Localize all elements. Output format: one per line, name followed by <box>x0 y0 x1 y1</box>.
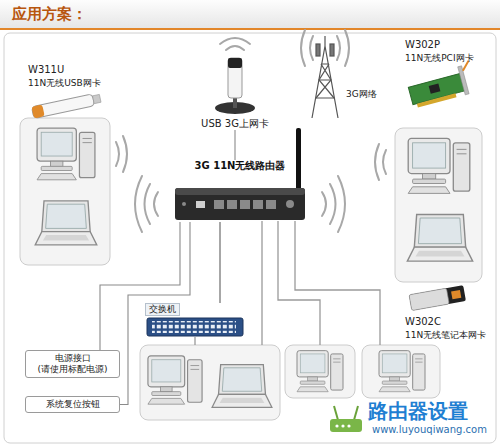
pci-wifi-card <box>406 61 477 109</box>
cell-tower <box>312 36 338 118</box>
desktop-pc <box>379 351 425 392</box>
pc-group-bottom <box>140 345 280 420</box>
router <box>175 128 305 220</box>
laptop <box>212 365 272 408</box>
desktop-pc <box>148 356 202 404</box>
watermark-url: www.luyouqiwang.com <box>372 424 487 436</box>
connector-line <box>120 222 190 405</box>
cable <box>261 221 262 345</box>
watermark: 路由器设置 <box>368 400 468 422</box>
cable <box>194 337 195 345</box>
modem-node: USB 3G上网卡 <box>200 48 270 130</box>
connector-line <box>219 222 221 303</box>
callout-box: 系统复位按钮 <box>25 396 120 413</box>
usb-wifi-adapter <box>31 92 101 118</box>
switch <box>147 318 243 336</box>
model-name: W302C <box>405 316 441 328</box>
node-text: (请使用标配电源) <box>30 364 115 375</box>
page-title: 应用方案： <box>12 5 87 23</box>
product-label: 11N无线PCI网卡 <box>405 52 474 64</box>
router-node: 3G 11N无线路由器 <box>170 160 310 222</box>
callout-box: 电源接口(请使用标配电源) <box>25 350 120 378</box>
switch-node: 交换机 <box>145 303 245 339</box>
product-label: 11N无线笔记本网卡 <box>405 329 486 341</box>
desktop-pc <box>408 138 470 193</box>
model-name: W311U <box>28 64 64 76</box>
cable <box>295 221 380 345</box>
usb-3g-modem <box>215 58 255 114</box>
node-text: 交换机 <box>145 303 180 316</box>
pc-group-bottom <box>362 345 440 398</box>
pc-group-right <box>395 128 482 282</box>
node-text: 电源接口 <box>30 353 115 364</box>
connector-line <box>234 130 235 160</box>
cable <box>278 221 320 345</box>
watermark-icon <box>330 406 362 432</box>
wifi-waves <box>116 30 386 232</box>
node-text: 系统复位按钮 <box>30 399 115 410</box>
pc-group-bottom <box>285 345 355 398</box>
product-label: 11N无线USB网卡 <box>28 77 101 89</box>
model-name: W302P <box>405 39 440 51</box>
laptop <box>35 201 97 245</box>
desktop-pc <box>297 351 343 392</box>
network-label: 3G网络 <box>346 88 377 100</box>
laptop <box>407 215 472 262</box>
frame <box>4 33 496 443</box>
node-text: 3G 11N无线路由器 <box>170 160 310 172</box>
cardbus-wifi-card <box>409 285 466 310</box>
node-text: USB 3G上网卡 <box>201 118 269 130</box>
pc-group-left <box>20 118 110 265</box>
desktop-pc <box>37 128 95 180</box>
connector-line <box>100 222 180 350</box>
